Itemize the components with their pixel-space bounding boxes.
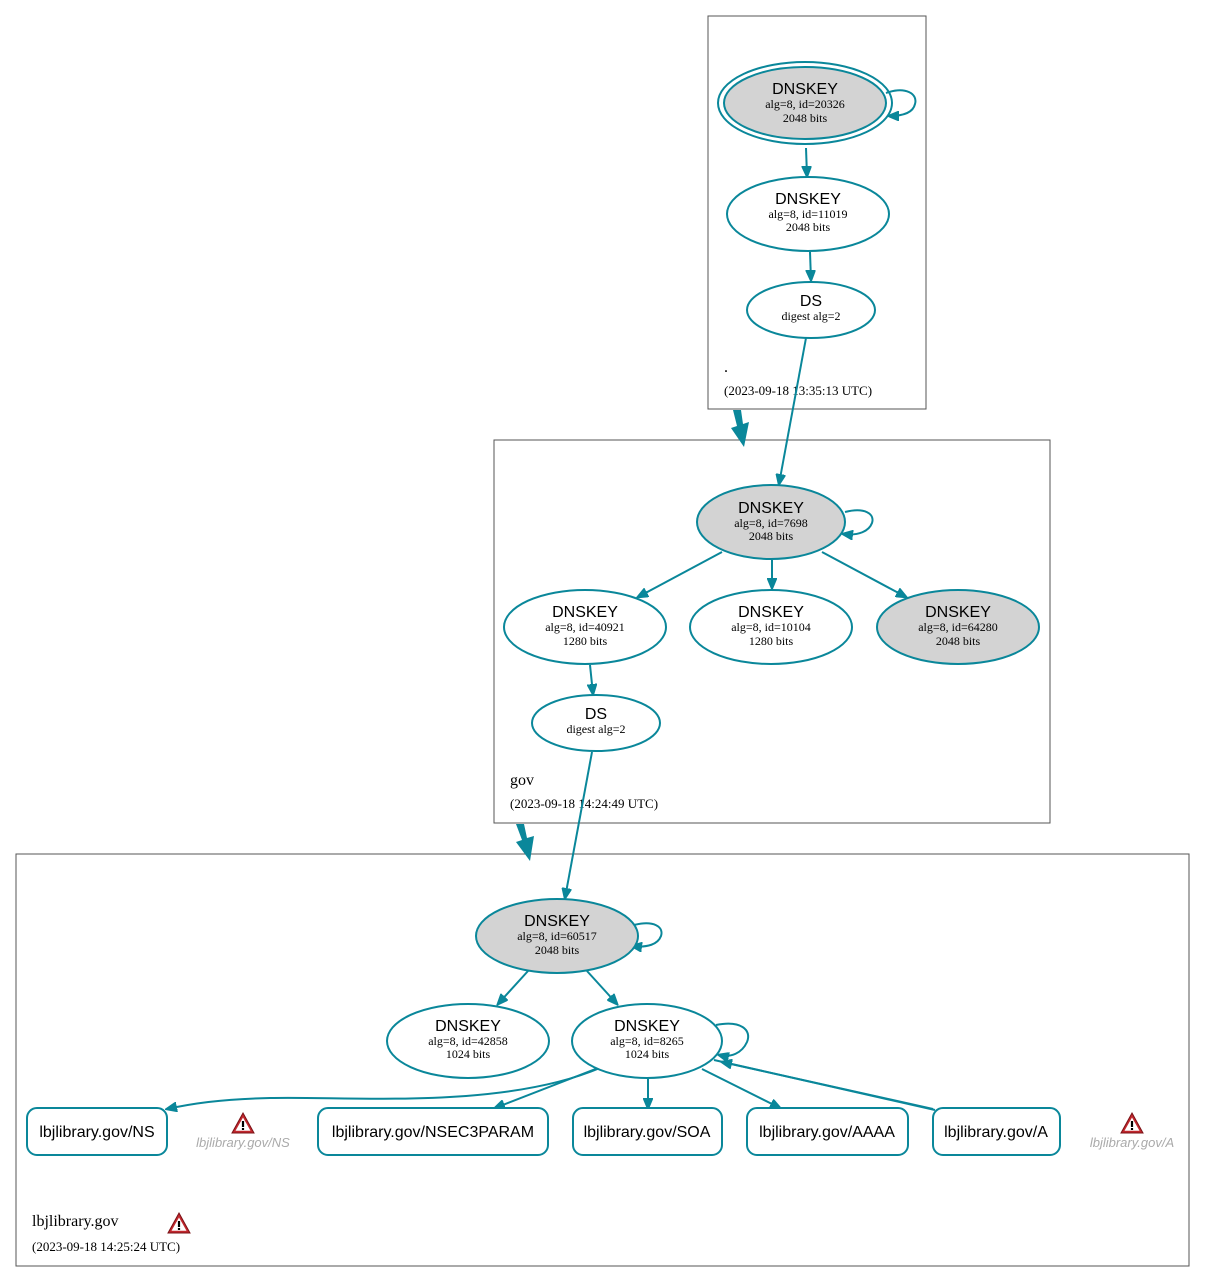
node-detail: alg=8, id=42858 <box>428 1034 508 1048</box>
node-detail: alg=8, id=11019 <box>768 207 847 221</box>
node-detail: digest alg=2 <box>781 309 840 323</box>
zone-box <box>493 439 1051 824</box>
zone-box <box>707 15 927 410</box>
node-detail: 2048 bits <box>783 111 828 125</box>
dnskey-node-root-ksk[interactable]: DNSKEY alg=8, id=20326 2048 bits <box>717 61 893 145</box>
zone-timestamp: (2023-09-18 14:25:24 UTC) <box>32 1239 180 1254</box>
sign-edge <box>806 147 807 176</box>
edges <box>167 89 936 1111</box>
zone-box <box>15 853 1190 1267</box>
zone-lbjlibrary: lbjlibrary.gov (2023-09-18 14:25:24 UTC) <box>15 853 1190 1267</box>
node-detail: 2048 bits <box>749 529 794 543</box>
node-type: DNSKEY <box>435 1018 501 1035</box>
zone-gov: gov (2023-09-18 14:24:49 UTC) <box>493 439 1051 824</box>
node-detail: alg=8, id=20326 <box>765 97 845 111</box>
warning-label: lbjlibrary.gov/A <box>1090 1135 1174 1150</box>
zone-root: . (2023-09-18 13:35:13 UTC) <box>707 15 927 410</box>
dnskey-node-root-zsk[interactable]: DNSKEY alg=8, id=11019 2048 bits <box>726 176 890 252</box>
node-type: DS <box>800 293 822 310</box>
rrset-aaaa[interactable]: lbjlibrary.gov/AAAA <box>746 1107 909 1156</box>
node-detail: alg=8, id=8265 <box>610 1034 684 1048</box>
node-type: DNSKEY <box>925 604 991 621</box>
node-detail: alg=8, id=10104 <box>731 620 811 634</box>
ds-edge <box>565 751 593 898</box>
node-detail: 2048 bits <box>936 634 981 648</box>
node-detail: 1280 bits <box>563 634 608 648</box>
node-type: DNSKEY <box>738 500 804 517</box>
node-type: DNSKEY <box>524 913 590 930</box>
zone-warning-icon[interactable] <box>167 1212 191 1234</box>
rrset-a[interactable]: lbjlibrary.gov/A <box>932 1107 1061 1156</box>
dnskey-node-lbj-zsk1[interactable]: DNSKEY alg=8, id=42858 1024 bits <box>386 1003 550 1079</box>
warning-label: lbjlibrary.gov/NS <box>196 1135 290 1150</box>
node-type: DNSKEY <box>772 81 838 98</box>
sign-edge <box>701 1068 780 1108</box>
node-detail: alg=8, id=7698 <box>734 516 808 530</box>
zone-name: gov <box>510 772 534 789</box>
self-sign-edge <box>715 1022 750 1056</box>
sign-edge <box>167 1067 601 1109</box>
rrset-label: lbjlibrary.gov/AAAA <box>759 1124 895 1141</box>
node-detail: alg=8, id=60517 <box>517 929 597 943</box>
zone-timestamp: (2023-09-18 14:24:49 UTC) <box>510 796 658 811</box>
node-detail: 2048 bits <box>535 943 580 957</box>
warning-ns[interactable]: lbjlibrary.gov/NS <box>196 1112 290 1150</box>
node-type: DNSKEY <box>614 1018 680 1035</box>
sign-edge <box>713 1059 936 1111</box>
rrset-nsec3param[interactable]: lbjlibrary.gov/NSEC3PARAM <box>317 1107 549 1156</box>
sign-edge <box>821 551 906 597</box>
node-detail: digest alg=2 <box>566 722 625 736</box>
dnskey-node-gov-key3[interactable]: DNSKEY alg=8, id=64280 2048 bits <box>876 589 1040 665</box>
node-detail: 1024 bits <box>625 1047 670 1061</box>
ds-node-gov[interactable]: DS digest alg=2 <box>531 694 661 752</box>
rrset-label: lbjlibrary.gov/A <box>944 1124 1048 1141</box>
sign-edge <box>498 970 529 1004</box>
rrset-ns[interactable]: lbjlibrary.gov/NS <box>26 1107 168 1156</box>
zone-name: lbjlibrary.gov <box>32 1213 119 1230</box>
warning-icon <box>231 1112 255 1134</box>
sign-edge <box>586 970 617 1004</box>
delegation-arrow-gov-lbj <box>516 824 534 861</box>
node-detail: alg=8, id=40921 <box>545 620 625 634</box>
node-type: DNSKEY <box>738 604 804 621</box>
sign-edge <box>495 1067 599 1108</box>
zone-timestamp: (2023-09-18 13:35:13 UTC) <box>724 383 872 398</box>
node-type: DNSKEY <box>552 604 618 621</box>
node-detail: 2048 bits <box>786 220 831 234</box>
ds-edge <box>779 337 807 484</box>
sign-edge <box>810 251 811 280</box>
sign-edge <box>638 551 723 597</box>
node-type: DNSKEY <box>775 191 841 208</box>
zone-name: . <box>724 359 728 376</box>
dnskey-node-lbj-zsk2[interactable]: DNSKEY alg=8, id=8265 1024 bits <box>571 1003 723 1079</box>
dnskey-node-gov-zsk1[interactable]: DNSKEY alg=8, id=40921 1280 bits <box>503 589 667 665</box>
sign-edge <box>590 664 593 694</box>
warning-icon <box>1120 1112 1144 1134</box>
rrset-label: lbjlibrary.gov/NS <box>39 1124 154 1141</box>
delegation-arrow-root-gov <box>731 410 749 447</box>
rrset-soa[interactable]: lbjlibrary.gov/SOA <box>572 1107 723 1156</box>
node-detail: alg=8, id=64280 <box>918 620 998 634</box>
self-sign-edge <box>632 922 663 946</box>
warning-a[interactable]: lbjlibrary.gov/A <box>1090 1112 1174 1150</box>
dnskey-node-gov-ksk[interactable]: DNSKEY alg=8, id=7698 2048 bits <box>696 484 846 560</box>
rrset-label: lbjlibrary.gov/SOA <box>584 1124 711 1141</box>
node-type: DS <box>585 706 607 723</box>
dnskey-node-lbj-ksk[interactable]: DNSKEY alg=8, id=60517 2048 bits <box>475 898 639 974</box>
self-sign-edge <box>885 89 917 116</box>
ds-node-root[interactable]: DS digest alg=2 <box>746 281 876 339</box>
node-detail: 1024 bits <box>446 1047 491 1061</box>
node-detail: 1280 bits <box>749 634 794 648</box>
self-sign-edge <box>843 509 874 534</box>
rrset-label: lbjlibrary.gov/NSEC3PARAM <box>332 1124 534 1141</box>
dnskey-node-gov-zsk2[interactable]: DNSKEY alg=8, id=10104 1280 bits <box>689 589 853 665</box>
